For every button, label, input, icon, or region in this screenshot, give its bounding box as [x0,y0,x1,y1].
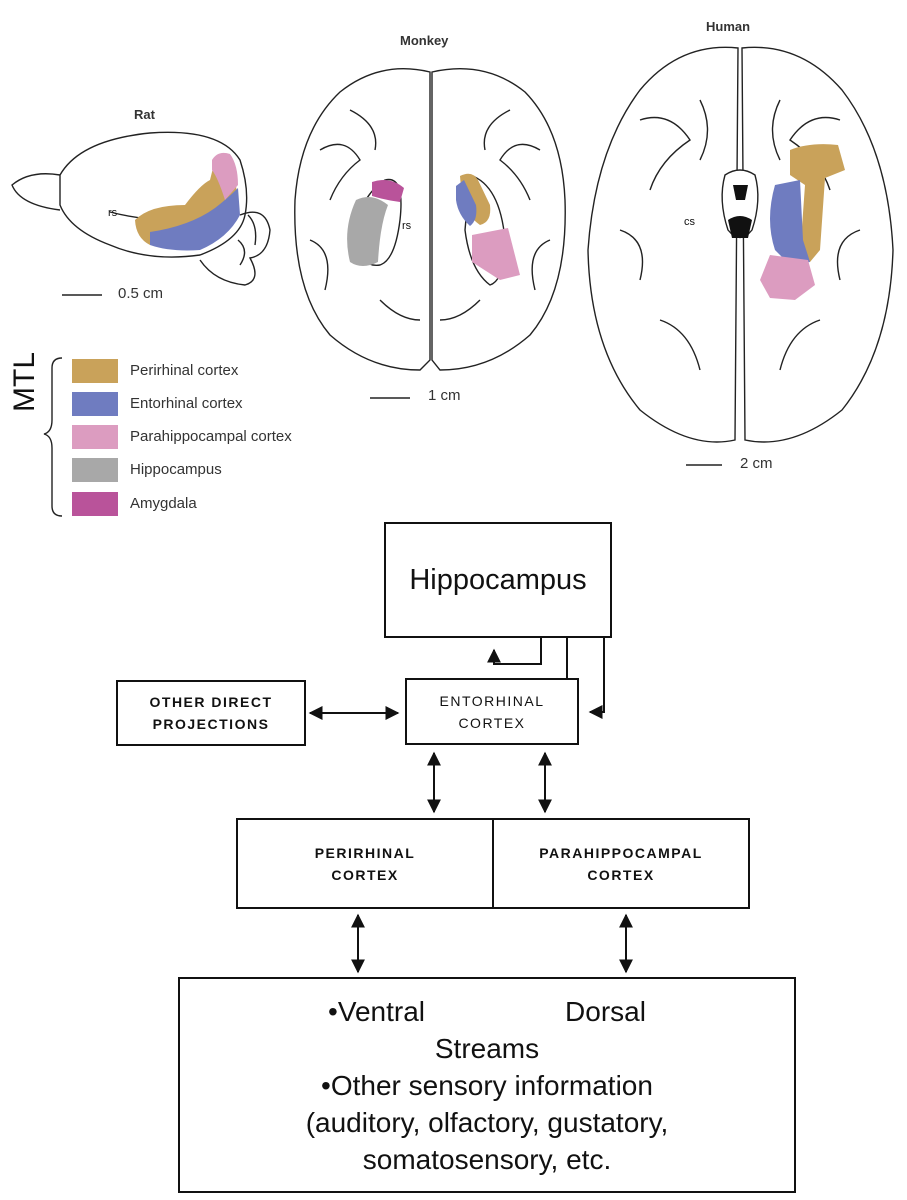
other-direct-line1: OTHER DIRECT [149,694,273,710]
entorhinal-cortex-box: ENTORHINAL CORTEX [405,678,579,745]
dorsal-label: Dorsal [565,995,646,1027]
rat-parahippocampal-region [212,152,238,200]
legend-label: Entorhinal cortex [130,395,243,412]
streams-line2: Streams [434,1032,540,1064]
hippocampus-box: Hippocampus [384,522,612,638]
monkey-rs-label: rs [402,220,412,232]
rat-rs-label: rs [108,207,118,219]
parahippocampal-cortex-box: PARAHIPPOCAMPAL CORTEX [492,818,750,909]
other-direct-projections-box: OTHER DIRECT PROJECTIONS [116,680,306,746]
legend-swatch [72,425,118,449]
monkey-entorhinal-region [456,180,477,226]
mtl-brace [43,357,63,517]
hippocampus-to-entorhinal-arrow [588,638,605,719]
entorhinal-line2: CORTEX [458,714,526,731]
monkey-scale-label: 1 cm [428,387,461,404]
human-scale-label: 2 cm [740,455,773,472]
rat-title: Rat [134,107,155,122]
perirhinal-line2: CORTEX [331,866,399,883]
streams-line4: (auditory, olfactory, gustatory, [305,1106,669,1138]
legend-label: Parahippocampal cortex [130,428,292,445]
rat-entorhinal-region [150,188,240,251]
ventral-label: •Ventral [328,995,426,1027]
parahippocampal-line2: CORTEX [587,866,655,883]
rat-brain [11,131,271,296]
human-title: Human [706,19,751,34]
hippocampus-to-entorhinal-return [487,638,542,665]
streams-line3: •Other sensory information [321,1069,653,1101]
human-parahippocampal-region [760,255,815,300]
legend-label: Perirhinal cortex [130,362,239,379]
legend-swatch [72,492,118,516]
perirhinal-line1: PERIRHINAL [314,844,416,861]
entorhinal-line1: ENTORHINAL [439,692,545,709]
monkey-hippocampus-region [347,196,388,266]
legend-swatch [72,359,118,383]
legend-swatch [72,392,118,416]
other-direct-line2: PROJECTIONS [152,716,270,732]
monkey-parahippocampal-region [472,228,520,280]
human-perirhinal-region [790,144,845,262]
monkey-amygdala-region [372,180,404,202]
human-entorhinal-region [770,180,810,265]
streams-line1: •Ventral Dorsal [306,993,669,1030]
streams-line5: somatosensory, etc. [362,1143,612,1175]
legend-label: Amygdala [130,495,197,512]
legend-label: Hippocampus [130,461,222,478]
monkey-brain [294,68,566,399]
legend-swatch [72,458,118,482]
perirhinal-cortex-box: PERIRHINAL CORTEX [236,818,494,909]
parahippocampal-line1: PARAHIPPOCAMPAL [539,844,703,861]
monkey-title: Monkey [400,33,449,48]
sensory-streams-box: •Ventral Dorsal Streams •Other sensory in… [178,977,796,1193]
brain-illustrations [11,46,894,517]
human-cs-label: cs [684,216,695,228]
rat-scale-label: 0.5 cm [118,285,164,302]
hippocampus-label: Hippocampus [409,563,587,596]
human-brain [587,46,894,466]
